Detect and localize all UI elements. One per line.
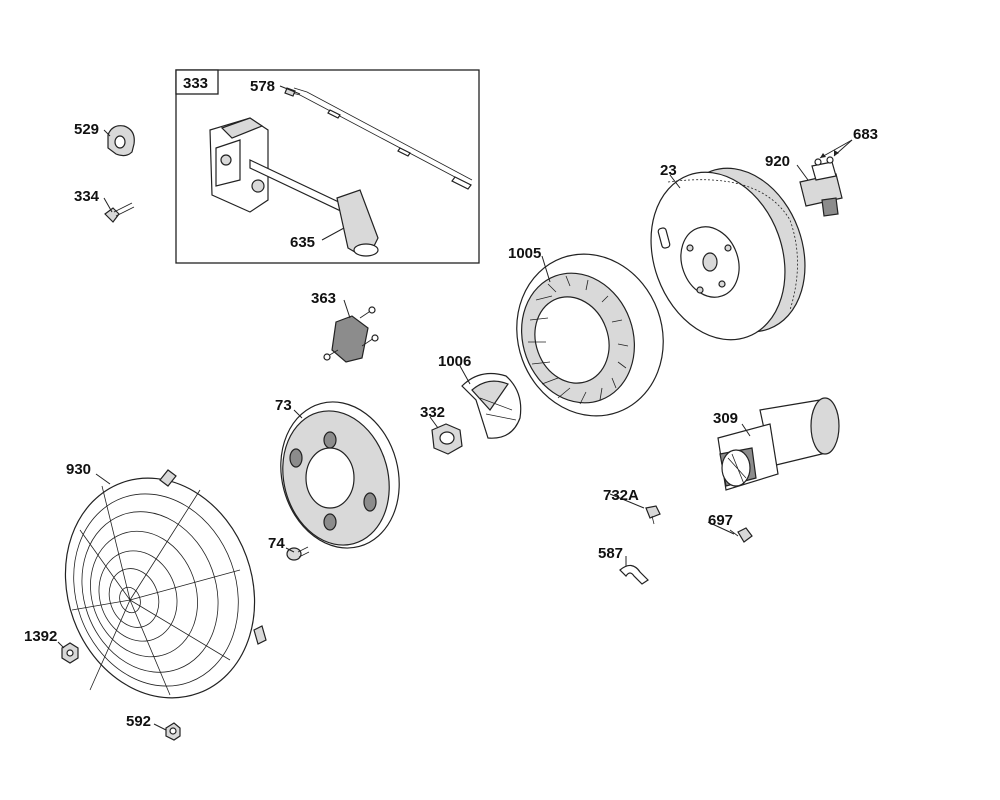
label-697: 697 xyxy=(708,512,733,529)
label-732A: 732A xyxy=(603,487,639,504)
label-1005: 1005 xyxy=(508,245,541,262)
part-1392-nut[interactable] xyxy=(61,642,79,664)
label-309: 309 xyxy=(713,410,738,427)
part-920-solenoid[interactable] xyxy=(799,156,843,217)
part-labels: 578 635 529 334 363 1005 23 920 683 1006… xyxy=(24,78,878,730)
part-635-control-assembly[interactable] xyxy=(209,117,379,257)
part-930-grille[interactable] xyxy=(35,451,285,724)
part-529-grommet[interactable] xyxy=(107,125,135,157)
part-73-cover-plate[interactable] xyxy=(265,389,415,562)
part-578-wire-strip[interactable] xyxy=(284,87,473,190)
label-334: 334 xyxy=(74,188,100,205)
label-333: 333 xyxy=(183,75,208,92)
label-73: 73 xyxy=(275,397,292,414)
lead-683 xyxy=(819,139,853,159)
part-587-clamp[interactable] xyxy=(619,564,649,585)
label-592: 592 xyxy=(126,713,151,730)
label-74: 74 xyxy=(268,535,285,552)
part-1006-screen[interactable] xyxy=(461,373,522,439)
part-697-bolt[interactable] xyxy=(729,527,753,543)
label-930: 930 xyxy=(66,461,91,478)
part-592-nut[interactable] xyxy=(165,722,181,741)
part-309-starter-motor[interactable] xyxy=(717,397,840,491)
assembly-box-333: 333 xyxy=(175,69,480,264)
part-23-flywheel[interactable] xyxy=(628,150,827,359)
label-529: 529 xyxy=(74,121,99,138)
part-74-screw[interactable] xyxy=(286,546,310,561)
label-587: 587 xyxy=(598,545,623,562)
label-920: 920 xyxy=(765,153,790,170)
label-363: 363 xyxy=(311,290,336,307)
part-334-screw[interactable] xyxy=(104,202,135,223)
label-578: 578 xyxy=(250,78,275,95)
part-1005-flywheel-fan[interactable] xyxy=(494,233,685,436)
leader-lines xyxy=(57,85,809,731)
label-23: 23 xyxy=(660,162,677,179)
part-332-nut[interactable] xyxy=(431,423,463,455)
part-363-bracket[interactable] xyxy=(323,306,379,363)
part-732A-bolt[interactable] xyxy=(645,505,661,525)
label-332: 332 xyxy=(420,404,445,421)
label-635: 635 xyxy=(290,234,315,251)
label-1006: 1006 xyxy=(438,353,471,370)
label-683: 683 xyxy=(853,126,878,143)
label-1392: 1392 xyxy=(24,628,57,645)
